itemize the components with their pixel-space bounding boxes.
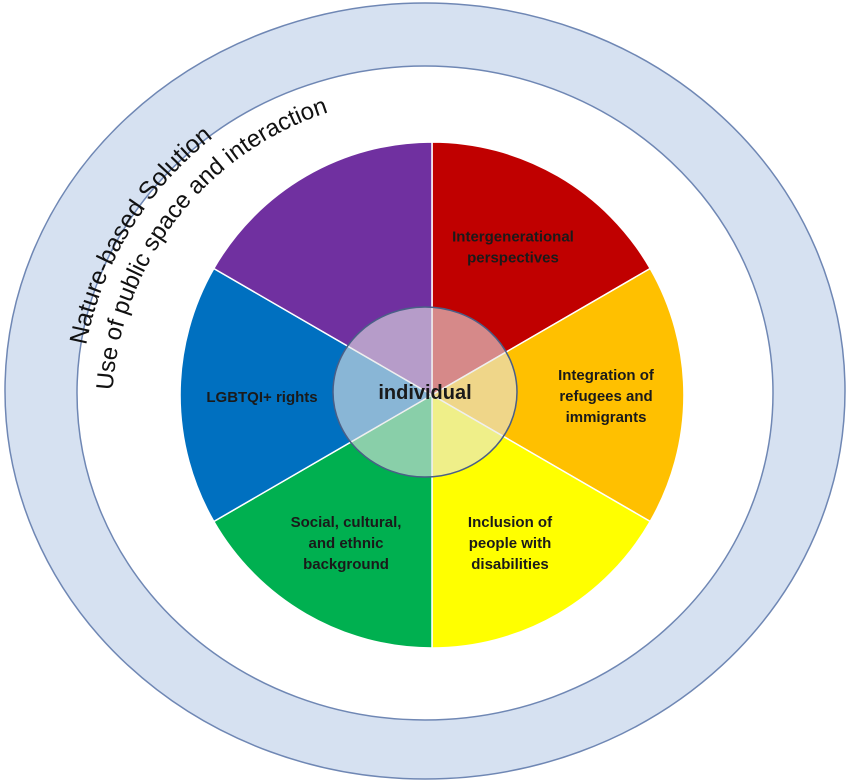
segment-label-lgbtqi: LGBTQI+ rights xyxy=(206,389,317,406)
segment-label-inclusion: Inclusion of people with disabilities xyxy=(468,514,553,573)
segment-label-line: Inclusion of xyxy=(468,514,553,531)
segment-label-line: Intergenerational xyxy=(452,229,574,246)
segment-social xyxy=(179,267,434,523)
segment-label-line: Integration of xyxy=(558,367,655,384)
segment-label-intergenerational: Intergenerational perspectives xyxy=(452,229,574,267)
segment-integration xyxy=(431,393,652,649)
segment-label-social: Social, cultural, and ethnic background xyxy=(291,514,402,573)
segment-label-line: perspectives xyxy=(467,250,559,267)
center-circle xyxy=(332,306,518,478)
segment-label-line: people with xyxy=(469,535,552,552)
segments: Gender equalityIntergenerationalperspect… xyxy=(179,141,685,649)
segment-label-line: refugees and xyxy=(559,388,652,405)
center-label: individual xyxy=(378,382,471,404)
segment-label-line: LGBTQI+ rights xyxy=(206,389,317,406)
segment-label-line: background xyxy=(303,556,389,573)
segment-label-integration: Integration of refugees and immigrants xyxy=(558,367,655,426)
segment-label-line: disabilities xyxy=(471,556,549,573)
segment-label-line: immigrants xyxy=(566,409,647,426)
segment-label-line: Social, cultural, xyxy=(291,514,402,531)
segment-intergenerational xyxy=(430,267,685,523)
segment-label-line: and ethnic xyxy=(308,535,383,552)
